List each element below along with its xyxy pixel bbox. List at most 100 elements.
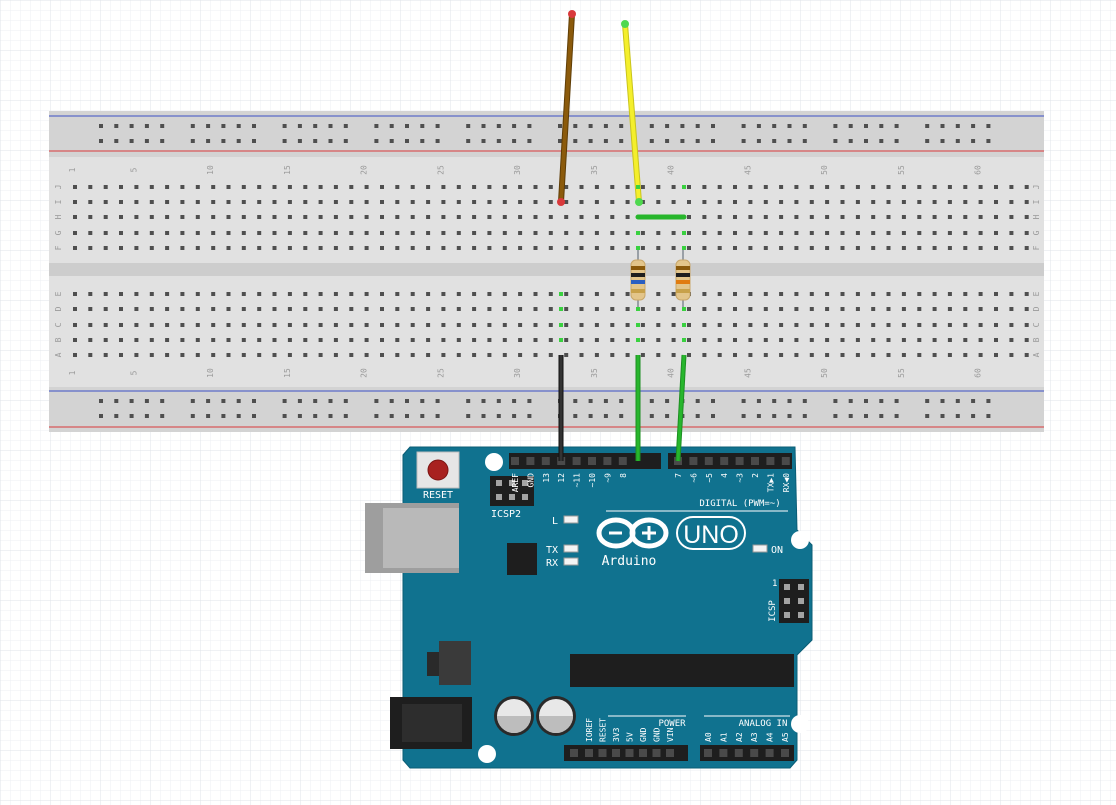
rail-hole[interactable] <box>573 399 578 403</box>
breadboard-hole[interactable] <box>487 307 492 311</box>
breadboard-hole[interactable] <box>303 323 308 327</box>
rail-hole[interactable] <box>925 414 930 418</box>
breadboard-hole[interactable] <box>226 231 231 235</box>
rail-hole[interactable] <box>405 124 409 128</box>
breadboard-hole[interactable] <box>947 215 952 219</box>
breadboard-hole[interactable] <box>779 292 784 296</box>
breadboard-hole[interactable] <box>994 200 998 204</box>
breadboard-hole[interactable] <box>794 353 799 357</box>
breadboard-hole[interactable] <box>226 246 231 250</box>
rail-hole[interactable] <box>129 124 134 128</box>
breadboard-hole[interactable] <box>257 246 262 250</box>
rail-hole[interactable] <box>756 399 761 403</box>
breadboard-hole[interactable] <box>518 215 523 219</box>
rail-hole[interactable] <box>512 124 517 128</box>
breadboard-hole[interactable] <box>149 200 154 204</box>
pin-socket[interactable] <box>570 749 578 757</box>
breadboard-hole[interactable] <box>211 307 216 311</box>
pin-socket[interactable] <box>734 749 743 757</box>
rail-hole[interactable] <box>971 124 976 128</box>
breadboard-hole[interactable] <box>825 231 830 235</box>
breadboard-hole[interactable] <box>687 215 691 219</box>
breadboard-hole[interactable] <box>855 246 860 250</box>
breadboard-hole[interactable] <box>333 307 338 311</box>
breadboard-hole[interactable] <box>257 200 262 204</box>
pin-socket[interactable] <box>765 749 774 757</box>
rail-hole[interactable] <box>481 124 486 128</box>
breadboard-hole[interactable] <box>748 246 753 250</box>
pin-socket[interactable] <box>598 749 607 757</box>
pin-socket[interactable] <box>735 457 744 465</box>
breadboard-hole[interactable] <box>88 353 93 357</box>
rail-hole[interactable] <box>252 399 256 403</box>
rail-hole[interactable] <box>619 399 624 403</box>
breadboard-hole[interactable] <box>901 215 906 219</box>
breadboard-hole[interactable] <box>119 338 123 342</box>
breadboard-hole[interactable] <box>73 185 77 189</box>
breadboard-hole[interactable] <box>779 323 784 327</box>
breadboard-hole[interactable] <box>779 246 784 250</box>
breadboard-hole[interactable] <box>594 215 599 219</box>
breadboard-hole[interactable] <box>656 323 661 327</box>
rail-hole[interactable] <box>527 399 532 403</box>
breadboard-hole[interactable] <box>426 292 431 296</box>
breadboard-hole[interactable] <box>441 307 446 311</box>
breadboard-hole[interactable] <box>763 338 768 342</box>
breadboard-hole[interactable] <box>272 353 277 357</box>
breadboard-hole[interactable] <box>656 200 661 204</box>
breadboard-hole[interactable] <box>103 323 108 327</box>
breadboard-hole[interactable] <box>195 200 200 204</box>
breadboard-hole[interactable] <box>901 231 906 235</box>
breadboard-hole[interactable] <box>487 292 492 296</box>
rail-hole[interactable] <box>879 399 884 403</box>
breadboard-hole[interactable] <box>364 353 369 357</box>
rail-hole[interactable] <box>864 139 868 143</box>
pin-socket[interactable] <box>766 457 775 465</box>
breadboard-hole[interactable] <box>763 200 768 204</box>
rail-hole[interactable] <box>955 399 960 403</box>
breadboard-hole[interactable] <box>349 323 354 327</box>
breadboard-hole[interactable] <box>579 185 584 189</box>
breadboard-hole[interactable] <box>548 323 553 327</box>
breadboard-hole[interactable] <box>886 215 891 219</box>
breadboard-hole[interactable] <box>671 231 676 235</box>
breadboard-hole[interactable] <box>702 307 707 311</box>
breadboard-hole[interactable] <box>333 200 338 204</box>
breadboard-hole[interactable] <box>809 185 814 189</box>
breadboard-hole[interactable] <box>518 231 523 235</box>
breadboard-hole[interactable] <box>472 353 477 357</box>
rail-hole[interactable] <box>129 399 134 403</box>
breadboard-hole[interactable] <box>809 323 814 327</box>
pin-socket[interactable] <box>585 749 593 757</box>
breadboard-hole[interactable] <box>380 307 384 311</box>
breadboard-hole[interactable] <box>871 246 876 250</box>
rail-hole[interactable] <box>665 139 670 143</box>
breadboard-hole[interactable] <box>1024 353 1029 357</box>
breadboard-hole[interactable] <box>211 231 216 235</box>
pin-socket[interactable] <box>719 749 728 757</box>
breadboard-hole[interactable] <box>533 323 538 327</box>
rail-hole[interactable] <box>756 124 761 128</box>
rail-hole[interactable] <box>527 139 532 143</box>
breadboard-hole[interactable] <box>195 292 200 296</box>
breadboard-hole[interactable] <box>794 246 799 250</box>
breadboard-hole[interactable] <box>564 215 569 219</box>
rail-hole[interactable] <box>833 139 838 143</box>
rail-hole[interactable] <box>558 139 562 143</box>
breadboard-hole[interactable] <box>855 231 860 235</box>
breadboard-hole[interactable] <box>441 185 446 189</box>
breadboard-hole[interactable] <box>625 307 630 311</box>
breadboard-hole[interactable] <box>103 215 108 219</box>
breadboard-hole[interactable] <box>840 323 845 327</box>
breadboard-hole[interactable] <box>855 323 860 327</box>
breadboard-hole[interactable] <box>502 292 507 296</box>
breadboard-hole[interactable] <box>548 353 553 357</box>
breadboard-hole[interactable] <box>579 292 584 296</box>
breadboard-hole[interactable] <box>779 215 784 219</box>
breadboard-hole[interactable] <box>610 307 615 311</box>
rail-hole[interactable] <box>680 124 685 128</box>
breadboard-hole[interactable] <box>119 185 123 189</box>
breadboard-hole[interactable] <box>441 338 446 342</box>
rail-hole[interactable] <box>297 414 302 418</box>
breadboard-hole[interactable] <box>165 231 170 235</box>
